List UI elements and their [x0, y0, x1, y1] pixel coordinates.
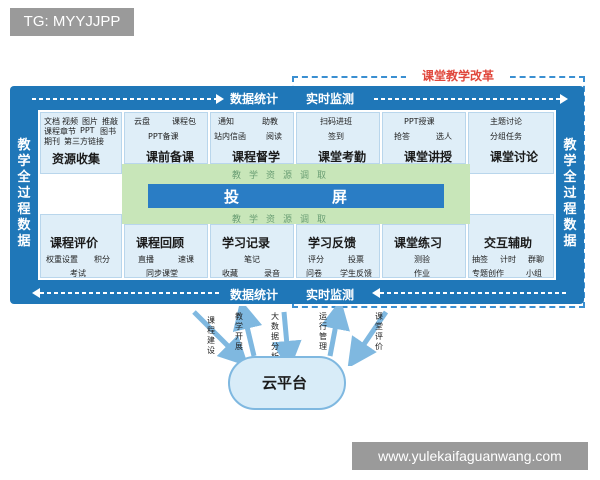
title-discussion: 课堂讨论 — [490, 150, 539, 164]
title-lecture: 课堂讲授 — [404, 150, 453, 164]
item: 云盘 — [134, 117, 150, 126]
item: 通知 — [218, 117, 234, 126]
item: 笔记 — [244, 255, 260, 264]
item: 主题讨论 — [490, 117, 522, 126]
item: 推敲 — [102, 117, 118, 126]
title-resource-collect: 资源收集 — [52, 152, 101, 166]
title-record: 学习记录 — [222, 236, 271, 250]
item: 图书 — [100, 127, 116, 136]
item: 站内信函 — [214, 132, 246, 141]
item: 速课 — [178, 255, 194, 264]
module-lecture — [382, 112, 466, 164]
item: 直播 — [138, 255, 154, 264]
item: 权重设置 — [46, 255, 78, 264]
item: 分组任务 — [490, 132, 522, 141]
watermark: www.yulekaifaguanwang.com — [352, 442, 588, 470]
item: 签到 — [328, 132, 344, 141]
item: 扫码进班 — [320, 117, 352, 126]
item: 抽签 — [472, 255, 488, 264]
item: 阅读 — [266, 132, 282, 141]
module-evaluation — [40, 214, 122, 278]
item: 视频 — [62, 117, 78, 126]
title-prep: 课前备课 — [146, 150, 195, 164]
side-left-label: 教学全过程数据 — [17, 138, 31, 249]
hint-top: 教学资源调取 — [232, 171, 335, 181]
item: 课程包 — [172, 117, 196, 126]
tag-label: TG: MYYJJPP — [10, 8, 134, 36]
cloud-label: 云平台 — [262, 374, 308, 392]
item: 评分 — [308, 255, 324, 264]
item: 文档 — [44, 117, 60, 126]
title-evaluation: 课程评价 — [50, 236, 99, 250]
reform-label: 课堂教学改革 — [406, 68, 510, 84]
item: 图片 — [82, 117, 98, 126]
title-supervise: 课程督学 — [232, 150, 281, 164]
item: 群聊 — [528, 255, 544, 264]
module-feedback — [296, 224, 380, 278]
item: 期刊 — [44, 137, 60, 146]
module-resource-collect — [40, 112, 122, 174]
item: PPT备课 — [148, 132, 179, 141]
arrow-label: 教学开展 — [235, 312, 243, 351]
side-right-label: 教学全过程数据 — [563, 138, 577, 249]
top-flow-arrow — [32, 94, 568, 104]
module-discussion — [468, 112, 554, 174]
bottom-bar-right: 实时监测 — [306, 288, 355, 302]
top-bar-right: 实时监测 — [306, 92, 355, 106]
item: 学生反馈 — [340, 269, 372, 278]
arrow-label: 课程建设 — [207, 316, 215, 355]
item: 录音 — [264, 269, 280, 278]
item: 抢答 — [394, 132, 410, 141]
title-practice: 课堂练习 — [394, 236, 443, 250]
item: 助教 — [262, 117, 278, 126]
title-review: 课程回顾 — [136, 236, 185, 250]
top-bar-left: 数据统计 — [230, 92, 279, 106]
item: 问卷 — [306, 269, 322, 278]
item: 同步课堂 — [146, 269, 178, 278]
item: 作业 — [414, 269, 430, 278]
bottom-bar-left: 数据统计 — [230, 288, 279, 302]
item: 选人 — [436, 132, 452, 141]
item: 考试 — [70, 269, 86, 278]
item: 专题创作 — [472, 269, 504, 278]
module-practice — [382, 224, 466, 278]
projection-label-a: 投 — [224, 188, 246, 206]
module-prep — [124, 112, 208, 164]
module-attendance — [296, 112, 380, 164]
module-supervise — [210, 112, 294, 164]
item: 积分 — [94, 255, 110, 264]
item: 计时 — [500, 255, 516, 264]
module-record — [210, 224, 294, 278]
cloud-arrows — [192, 306, 389, 366]
item: 投票 — [348, 255, 364, 264]
item: PPT — [80, 126, 95, 135]
item: 课程章节 — [44, 127, 76, 136]
cloud-platform — [228, 356, 346, 410]
bottom-flow-arrow — [32, 288, 566, 298]
arrow-label: 课堂评价 — [375, 312, 383, 351]
item: 第三方链接 — [64, 137, 104, 146]
module-review — [124, 224, 208, 278]
module-interaction — [468, 214, 554, 278]
title-interaction: 交互辅助 — [484, 236, 533, 250]
item: 小组 — [526, 269, 542, 278]
arrow-label: 运行管理 — [319, 312, 327, 351]
hint-bottom: 教学资源调取 — [232, 215, 335, 225]
arrow-label: 大数据分析 — [271, 312, 279, 361]
projection-bar — [148, 184, 444, 208]
title-feedback: 学习反馈 — [308, 236, 357, 250]
item: 测验 — [414, 255, 430, 264]
item: 收藏 — [222, 269, 238, 278]
title-attendance: 课堂考勤 — [318, 150, 367, 164]
item: PPT授课 — [404, 117, 435, 126]
projection-label-b: 屏 — [332, 188, 354, 206]
